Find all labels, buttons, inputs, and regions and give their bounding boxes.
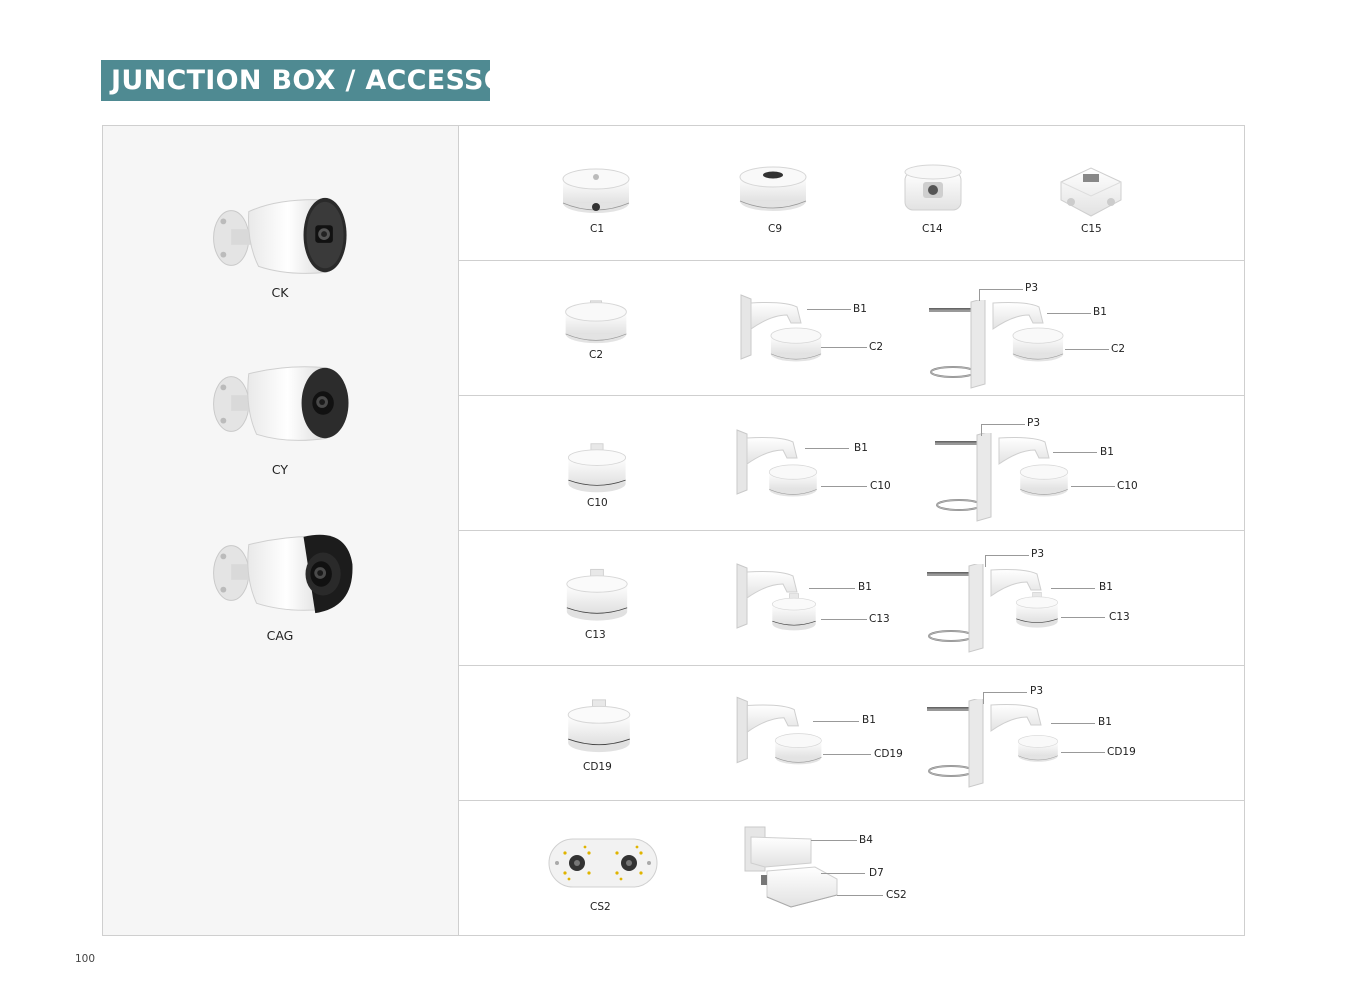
page-number: 100 xyxy=(75,953,96,965)
part-label-bracket: B1 xyxy=(1100,446,1114,458)
camera-label-cy: CY xyxy=(271,462,289,477)
junction-box-cd19-icon xyxy=(565,698,633,754)
part-label-box: C2 xyxy=(1111,343,1126,355)
junction-box-c10-icon xyxy=(563,442,631,494)
wall-bracket-assembly-icon xyxy=(731,694,822,765)
junction-box-c9-icon xyxy=(738,162,808,214)
part-label-bracket: B4 xyxy=(859,834,873,846)
wall-bracket-assembly-icon xyxy=(731,428,818,497)
junction-box-c14-icon xyxy=(904,164,962,211)
product-label: C10 xyxy=(587,497,608,509)
accessory-row-5: CD19 B1 CD19 P3 B1 CD19 xyxy=(459,666,1244,801)
part-label-bracket: B1 xyxy=(862,714,876,726)
part-label-pole: P3 xyxy=(1030,685,1044,697)
camera-panel: CK CY CAG xyxy=(103,126,459,935)
accessory-row-1: C1 C9 C14 C15 xyxy=(459,126,1244,261)
accessory-row-2: C2 B1 C2 P3 B1 C2 xyxy=(459,261,1244,396)
part-label-box: C10 xyxy=(1117,480,1138,492)
part-label-box: CD19 xyxy=(1107,746,1136,758)
part-label-bracket: B1 xyxy=(1093,306,1107,318)
product-label: C13 xyxy=(585,629,606,641)
product-label: C9 xyxy=(768,223,783,235)
bullet-camera-cag-icon xyxy=(209,529,357,617)
accessory-row-6: CS2 B4 D7 CS2 xyxy=(459,801,1244,936)
junction-box-c1-icon xyxy=(561,162,631,218)
product-label: C2 xyxy=(589,349,604,361)
part-label-adapter: D7 xyxy=(869,867,884,879)
wall-bracket-assembly-icon xyxy=(990,569,1059,628)
part-label-bracket: B1 xyxy=(1099,581,1113,593)
product-label: CD19 xyxy=(583,761,612,773)
wall-bracket-assembly-icon xyxy=(998,437,1069,497)
part-label-box: C10 xyxy=(870,480,891,492)
wall-bracket-assembly-icon xyxy=(735,293,822,362)
part-label-bracket: B1 xyxy=(854,442,868,454)
product-label: C15 xyxy=(1081,223,1102,235)
junction-box-c15-icon xyxy=(1060,167,1122,217)
junction-box-c13-icon xyxy=(565,565,629,625)
part-label-bracket: B1 xyxy=(1098,716,1112,728)
part-label-box: C2 xyxy=(869,341,884,353)
bullet-camera-cy-icon xyxy=(209,360,357,448)
product-table: CK CY CAG C1 C9 xyxy=(102,125,1245,936)
part-label-pole: P3 xyxy=(1025,282,1039,294)
part-label-pole: P3 xyxy=(1031,548,1045,560)
accessory-panel: C1 C9 C14 C15 xyxy=(459,126,1244,935)
part-label-box: CD19 xyxy=(874,748,903,760)
product-label: C1 xyxy=(590,223,605,235)
part-label-box: CS2 xyxy=(886,889,907,901)
bracket-adapter-assembly-icon xyxy=(744,826,838,908)
part-label-box: C13 xyxy=(869,613,890,625)
camera-label-ck: CK xyxy=(271,285,289,300)
bullet-camera-ck-icon xyxy=(209,194,357,282)
accessory-row-4: C13 B1 C13 P3 B1 C13 xyxy=(459,531,1244,666)
part-label-bracket: B1 xyxy=(858,581,872,593)
camera-label-cag: CAG xyxy=(266,628,294,643)
accessory-row-3: C10 B1 C10 P3 B1 C10 xyxy=(459,396,1244,531)
wall-bracket-assembly-icon xyxy=(990,704,1059,763)
junction-box-c2-icon xyxy=(563,300,629,345)
product-label: C14 xyxy=(922,223,943,235)
wall-bracket-assembly-icon xyxy=(731,561,817,631)
page-title: JUNCTION BOX / ACCESSORY xyxy=(101,60,546,101)
junction-box-cs2-icon xyxy=(548,838,658,888)
part-label-box: C13 xyxy=(1109,611,1130,623)
wall-bracket-assembly-icon xyxy=(992,302,1064,362)
part-label-bracket: B1 xyxy=(853,303,867,315)
part-label-pole: P3 xyxy=(1027,417,1041,429)
product-label: CS2 xyxy=(590,901,611,913)
